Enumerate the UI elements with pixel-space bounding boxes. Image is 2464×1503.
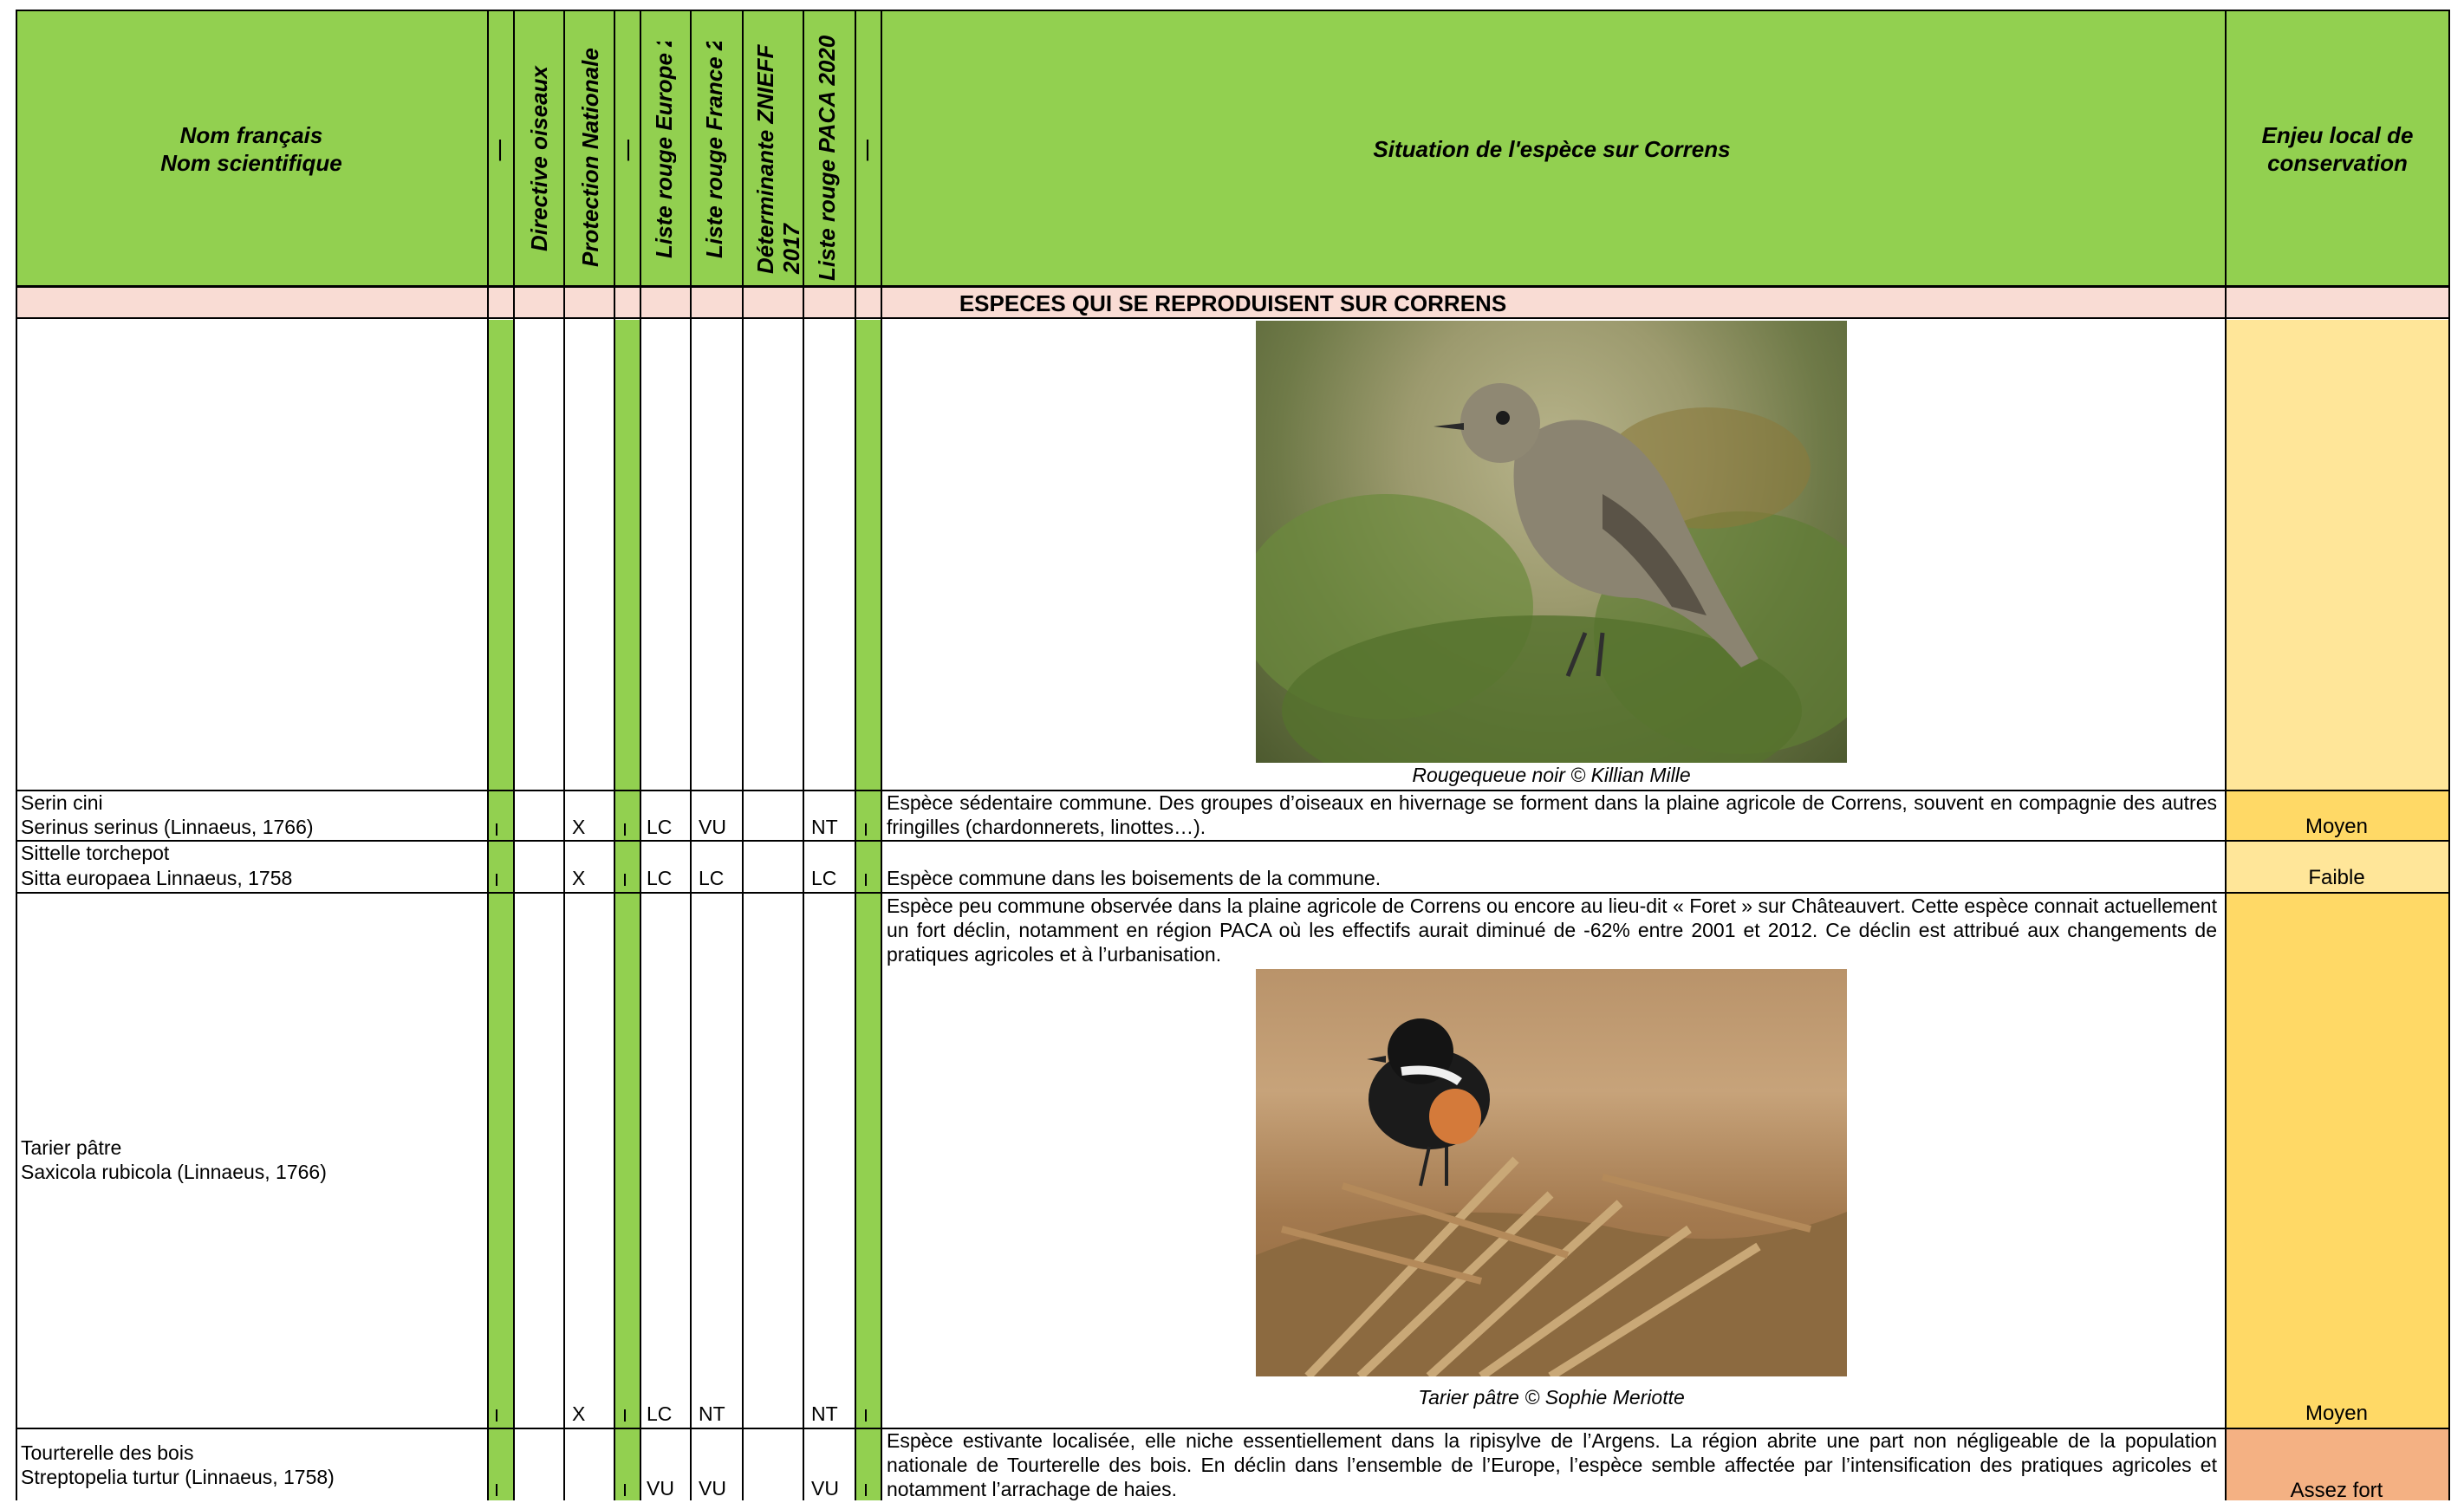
tick bbox=[496, 874, 497, 886]
row-serin-enjeu: Moyen bbox=[2305, 815, 2369, 838]
row-serin-pn: X bbox=[572, 816, 586, 838]
grid-line bbox=[640, 10, 641, 1500]
grid-line bbox=[2225, 10, 2227, 1500]
bird-illustration-1 bbox=[1256, 383, 1847, 763]
row-serin-desc: Espèce sédentaire commune. Des groupes d… bbox=[887, 791, 2217, 838]
green-col-2 bbox=[614, 320, 640, 1500]
grid-line bbox=[881, 10, 882, 1500]
grid-line bbox=[563, 10, 565, 1500]
photo-caption-1: Rougequeue noir © Killian Mille bbox=[1412, 764, 1691, 786]
grid-line bbox=[742, 10, 744, 1500]
tick bbox=[496, 823, 497, 836]
grid-line bbox=[513, 10, 515, 1500]
row-tourterelle-sci: Streptopelia turtur (Linnaeus, 1758) bbox=[21, 1466, 335, 1488]
header-protection: Protection Nationale bbox=[577, 48, 603, 267]
photo-rougequeue bbox=[1256, 321, 1847, 763]
tick bbox=[624, 823, 626, 836]
header-directive: Directive oiseaux bbox=[526, 66, 552, 251]
header-enjeu: Enjeu local de conservation bbox=[2261, 122, 2414, 176]
row-tarier-fr: Tarier pâtre bbox=[21, 1136, 122, 1159]
enjeu-cell-serin bbox=[2225, 790, 2448, 840]
row-tourterelle-paca: VU bbox=[811, 1477, 839, 1500]
row-tourterelle-fr-lr: VU bbox=[699, 1477, 726, 1500]
tick bbox=[496, 1484, 497, 1496]
row-tarier-fr-lr: NT bbox=[699, 1402, 725, 1425]
tick bbox=[865, 823, 867, 836]
row-tarier-enjeu: Moyen bbox=[2305, 1402, 2369, 1425]
green-col-3 bbox=[855, 320, 881, 1500]
enjeu-cell-sittelle bbox=[2225, 840, 2448, 892]
row-line bbox=[16, 1428, 2450, 1429]
section-title: ESPECES QUI SE REPRODUISENT SUR CORRENS bbox=[16, 286, 2450, 319]
header-situation: Situation de l'espèce sur Correns bbox=[1373, 136, 1731, 162]
row-serin-fr-lr: VU bbox=[699, 816, 726, 838]
enjeu-cell-photo bbox=[2225, 320, 2448, 790]
row-sittelle-desc: Espèce commune dans les boisements de la… bbox=[887, 867, 1382, 889]
tick bbox=[624, 874, 626, 886]
row-tarier-sci: Saxicola rubicola (Linnaeus, 1766) bbox=[21, 1161, 327, 1183]
enjeu-cell-tarier bbox=[2225, 892, 2448, 1428]
row-line bbox=[16, 892, 2450, 894]
header-lr-europe: Liste rouge Europe 2015 bbox=[652, 42, 676, 258]
row-tourterelle-fr: Tourterelle des bois bbox=[21, 1441, 194, 1464]
row-sittelle-paca: LC bbox=[811, 867, 837, 889]
row-sittelle-eu: LC bbox=[647, 867, 673, 889]
grid-line bbox=[855, 10, 856, 1500]
row-tourterelle-desc: Espèce estivante localisée, elle niche e… bbox=[887, 1429, 2217, 1500]
grid-line bbox=[690, 10, 692, 1500]
green-col-1 bbox=[487, 320, 513, 1500]
tick bbox=[496, 1409, 497, 1422]
header-lr-paca: Liste rouge PACA 2020 bbox=[814, 35, 840, 281]
row-tarier-paca: NT bbox=[811, 1402, 838, 1425]
photo-tarier bbox=[1256, 969, 1847, 1376]
row-tourterelle-enjeu: Assez fort bbox=[2290, 1479, 2383, 1502]
row-sittelle-pn: X bbox=[572, 867, 586, 889]
bird-illustration-2 bbox=[1256, 1018, 1847, 1376]
tick bbox=[624, 1409, 626, 1422]
grid-line bbox=[16, 10, 17, 1500]
row-serin-fr: Serin cini bbox=[21, 791, 103, 814]
header-sep-1: | bbox=[497, 135, 504, 161]
grid-line bbox=[2448, 10, 2450, 1500]
tick bbox=[865, 1409, 867, 1422]
header-nom: Nom français Nom scientifique bbox=[160, 122, 342, 176]
enjeu-cell-tourterelle bbox=[2225, 1428, 2448, 1500]
tick bbox=[865, 1484, 867, 1496]
row-tarier-desc: Espèce peu commune observée dans la plai… bbox=[887, 895, 2217, 966]
row-sittelle-fr-lr: LC bbox=[699, 867, 725, 889]
row-sittelle-sci: Sitta europaea Linnaeus, 1758 bbox=[21, 867, 293, 889]
row-serin-eu: LC bbox=[647, 816, 673, 838]
tick bbox=[865, 874, 867, 886]
row-line bbox=[16, 790, 2450, 791]
header-sep-3: | bbox=[864, 135, 871, 161]
table-header bbox=[16, 10, 2450, 287]
grid-line bbox=[487, 10, 489, 1500]
row-line bbox=[16, 840, 2450, 842]
tick bbox=[624, 1484, 626, 1496]
row-serin-sci: Serinus serinus (Linnaeus, 1766) bbox=[21, 816, 314, 838]
header-sep-2: | bbox=[625, 135, 632, 161]
row-tourterelle-eu: VU bbox=[647, 1477, 674, 1500]
grid-line bbox=[614, 10, 615, 1500]
row-serin-paca: NT bbox=[811, 816, 838, 838]
row-sittelle-fr: Sittelle torchepot bbox=[21, 842, 170, 864]
header-lr-france: Liste rouge France 2016 bbox=[702, 42, 726, 258]
row-tarier-eu: LC bbox=[647, 1402, 673, 1425]
row-tarier-pn: X bbox=[572, 1402, 586, 1425]
row-sittelle-enjeu: Faible bbox=[2308, 866, 2365, 889]
grid-line bbox=[803, 10, 804, 1500]
photo-caption-2: Tarier pâtre © Sophie Meriotte bbox=[1418, 1386, 1685, 1409]
header-znieff: Déterminante ZNIEFF 2017 bbox=[752, 44, 804, 274]
